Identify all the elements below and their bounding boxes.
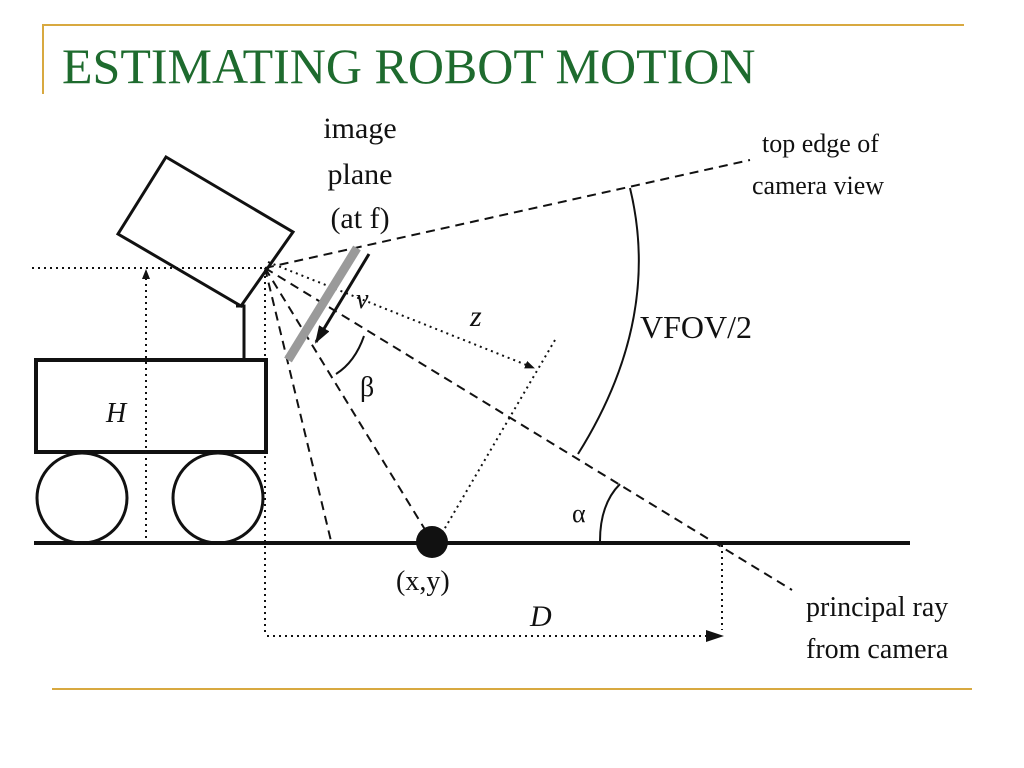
principal-ray xyxy=(264,267,793,591)
image-plane xyxy=(284,245,361,363)
ground-point xyxy=(416,526,448,558)
side-rule xyxy=(42,24,44,94)
alpha-label: α xyxy=(572,499,586,528)
bottom-rule xyxy=(52,688,972,690)
vfov-label: VFOV/2 xyxy=(640,309,752,345)
image-plane-label-line-3: (at f) xyxy=(330,202,389,235)
v-arrow xyxy=(314,253,371,344)
distance-label: D xyxy=(529,600,552,633)
v-label: v xyxy=(356,284,369,315)
alpha-angle-arc xyxy=(599,483,621,542)
height-label: H xyxy=(105,398,128,429)
principal-ray-label-line-1: principal ray xyxy=(806,592,948,623)
principal-ray-label-line-2: from camera xyxy=(806,634,949,665)
top-edge-label-line-1: top edge of xyxy=(762,129,879,158)
beta-angle-arc xyxy=(335,335,365,375)
camera-box xyxy=(115,154,296,308)
image-plane-label-line-1: image xyxy=(323,112,396,145)
beta-label: β xyxy=(360,372,374,403)
z-arrow xyxy=(267,261,535,369)
robot-wheel-left xyxy=(35,451,129,545)
point-ray xyxy=(264,267,433,542)
z-perpendicular-line xyxy=(437,339,556,541)
top-rule xyxy=(42,24,964,26)
vfov-arc xyxy=(577,187,640,455)
bottom-edge-ray xyxy=(264,267,332,542)
slide-title: ESTIMATING ROBOT MOTION xyxy=(62,38,756,94)
top-edge-ray xyxy=(264,159,751,269)
robot-body xyxy=(34,358,268,454)
top-edge-label-line-2: camera view xyxy=(752,171,884,200)
image-plane-label-line-2: plane xyxy=(328,158,393,191)
z-label: z xyxy=(469,300,482,333)
camera-mount xyxy=(236,304,246,358)
robot-wheel-right xyxy=(171,451,265,545)
point-label: (x,y) xyxy=(396,566,450,597)
